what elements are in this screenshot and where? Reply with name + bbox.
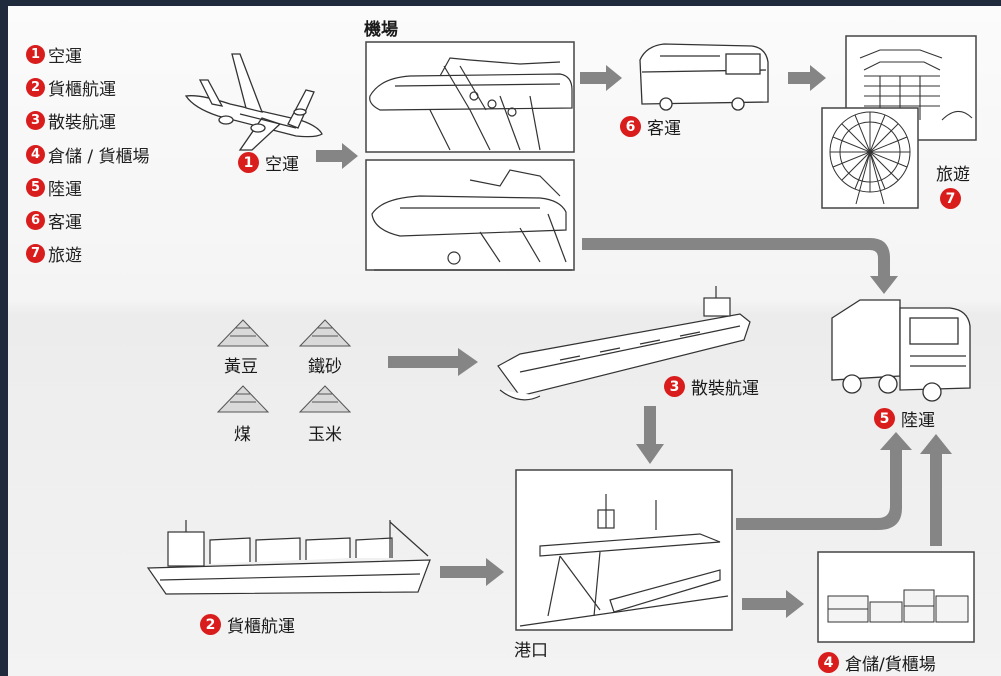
arrow-port-to-land <box>736 432 912 530</box>
cargo-plane-icon <box>371 169 572 271</box>
number-badge: 1 <box>238 152 259 173</box>
container-ship-icon <box>146 520 431 595</box>
arrow-cargo-to-land <box>582 238 898 294</box>
corn-label: 玉米 <box>308 425 342 445</box>
bulk-shipping-label: 3 散裝航運 <box>664 374 759 399</box>
flow-arrows <box>316 65 952 618</box>
legend-label: 陸運 <box>48 179 82 200</box>
number-badge: 5 <box>26 177 45 197</box>
container-shipping-label: 2 貨櫃航運 <box>200 612 295 637</box>
number-badge: 1 <box>26 45 45 65</box>
legend-label: 客運 <box>48 213 82 234</box>
arrow-airport-to-bus <box>580 65 622 91</box>
label-text: 空運 <box>265 155 299 175</box>
coal-pile-icon <box>216 385 270 413</box>
arrow-bus-to-tourism <box>788 65 826 91</box>
passenger-boarding-icon <box>369 57 573 151</box>
soybean-label: 黃豆 <box>224 357 258 377</box>
legend-label: 散裝航運 <box>48 113 116 134</box>
iron-ore-label: 鐵砂 <box>308 357 342 377</box>
port-label: 港口 <box>514 641 548 661</box>
legend-label: 貨櫃航運 <box>48 80 116 101</box>
legend-label: 空運 <box>48 47 82 68</box>
label-text: 貨櫃航運 <box>227 617 295 637</box>
number-badge: 3 <box>664 376 685 397</box>
warehouse-containers-icon <box>827 589 969 623</box>
number-badge: 5 <box>874 408 895 429</box>
tourism-label: 旅遊 <box>936 165 970 185</box>
arrow-container-to-port <box>440 558 504 586</box>
arrow-port-to-warehouse <box>742 590 804 618</box>
arrow-bulk-to-port <box>636 406 664 464</box>
airplane-icon <box>184 53 323 151</box>
coal-label: 煤 <box>234 425 251 445</box>
truck-icon <box>831 299 971 402</box>
air-transport-label: 1 空運 <box>238 150 299 175</box>
number-badge: 4 <box>818 652 839 673</box>
legend-label: 旅遊 <box>48 246 82 267</box>
corn-pile-icon <box>298 385 352 413</box>
tourism-badge: 7 <box>940 188 961 209</box>
label-text: 散裝航運 <box>691 379 759 399</box>
label-text: 客運 <box>647 119 681 139</box>
ferris-wheel-icon <box>829 111 911 205</box>
land-transport-label: 5 陸運 <box>874 406 935 431</box>
airport-cargo-panel <box>365 159 575 271</box>
number-badge: 4 <box>26 144 45 164</box>
airport-label: 機場 <box>364 20 398 40</box>
label-text: 陸運 <box>901 411 935 431</box>
bulk-ship-icon <box>497 286 751 401</box>
bus-icon <box>639 43 769 111</box>
arrow-air-to-airport <box>316 143 358 169</box>
number-badge: 3 <box>26 111 45 131</box>
port-crane-icon <box>519 494 729 627</box>
label-text: 倉儲/貨櫃場 <box>845 655 936 675</box>
arrow-piles-to-bulk <box>388 348 478 376</box>
number-badge: 7 <box>26 244 45 264</box>
legend-label: 倉儲 / 貨櫃場 <box>48 146 150 167</box>
number-badge: 6 <box>620 116 641 137</box>
arrow-warehouse-to-land <box>920 434 952 546</box>
soybean-pile-icon <box>216 319 270 347</box>
number-badge: 2 <box>200 614 221 635</box>
temple-icon <box>859 49 973 121</box>
passenger-transport-label: 6 客運 <box>620 114 681 139</box>
number-badge: 2 <box>26 78 45 98</box>
number-badge: 6 <box>26 211 45 231</box>
iron-ore-pile-icon <box>298 319 352 347</box>
warehouse-label: 4 倉儲/貨櫃場 <box>818 650 936 675</box>
